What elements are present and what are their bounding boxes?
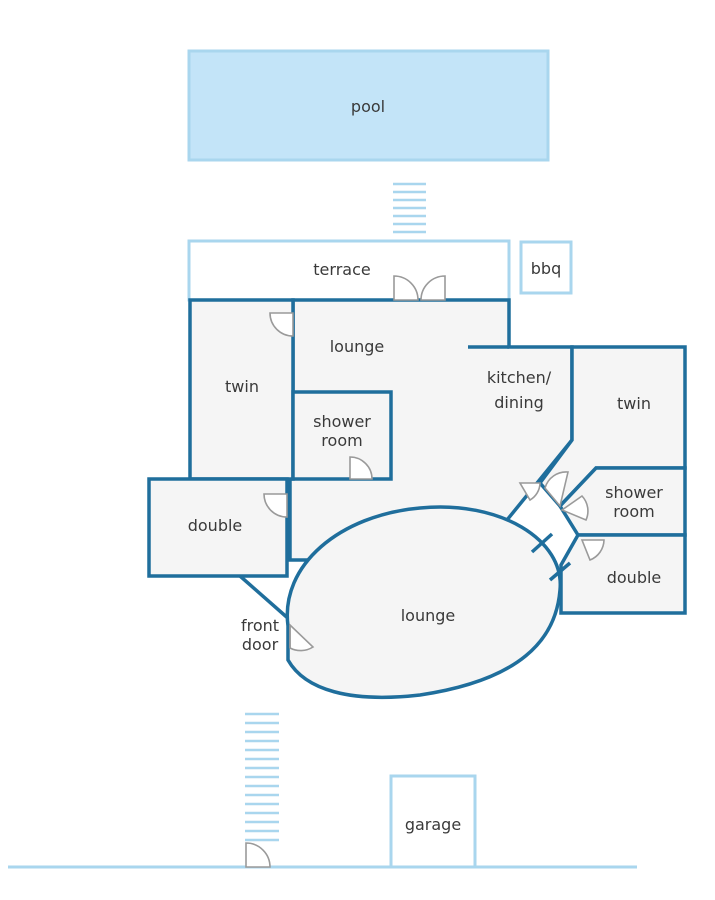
main-lounge-area (285, 505, 562, 699)
lounge-main-label: lounge (401, 606, 456, 625)
kitchen-label-line2: dining (494, 393, 543, 412)
pool-steps (393, 182, 426, 234)
lounge-upper-label: lounge (330, 337, 385, 356)
shower-room-left (291, 390, 393, 481)
terrace-double-door[interactable] (393, 275, 446, 301)
pool-area (187, 49, 550, 162)
garage-label: garage (405, 815, 461, 834)
double-left-door[interactable] (263, 493, 288, 518)
entrance-steps (245, 712, 279, 842)
entry-wall (238, 574, 292, 622)
front-door-label-line2: door (242, 635, 279, 654)
bbq-area (519, 240, 573, 295)
twin-left-door[interactable] (269, 312, 294, 337)
shower-left-label-line2: room (321, 431, 362, 450)
bbq-label: bbq (531, 259, 561, 278)
shower-right-label-line1: shower (605, 483, 663, 502)
shower-right-door[interactable] (560, 494, 589, 522)
pool-label: pool (351, 97, 385, 116)
gate-door[interactable] (245, 842, 271, 868)
shower-left-door[interactable] (349, 456, 373, 480)
double-right-label: double (607, 568, 662, 587)
shower-right-label-line2: room (613, 502, 654, 521)
double-left-label: double (188, 516, 243, 535)
front-door-label-line1: front (241, 616, 279, 635)
twin-right-door[interactable] (544, 471, 569, 508)
front-door[interactable] (289, 623, 315, 652)
double-right-door[interactable] (580, 539, 605, 562)
terrace-label: terrace (313, 260, 370, 279)
partition-b (548, 561, 572, 582)
twin-right-label: twin (617, 394, 651, 413)
partition-a (530, 532, 554, 554)
twin-left-label: twin (225, 377, 259, 396)
shower-left-label-line1: shower (313, 412, 371, 431)
kitchen-label-line1: kitchen/ (487, 368, 552, 387)
twin-left-room (188, 298, 295, 481)
kitchen-side-door[interactable] (518, 482, 541, 502)
terrace-area (187, 239, 511, 302)
